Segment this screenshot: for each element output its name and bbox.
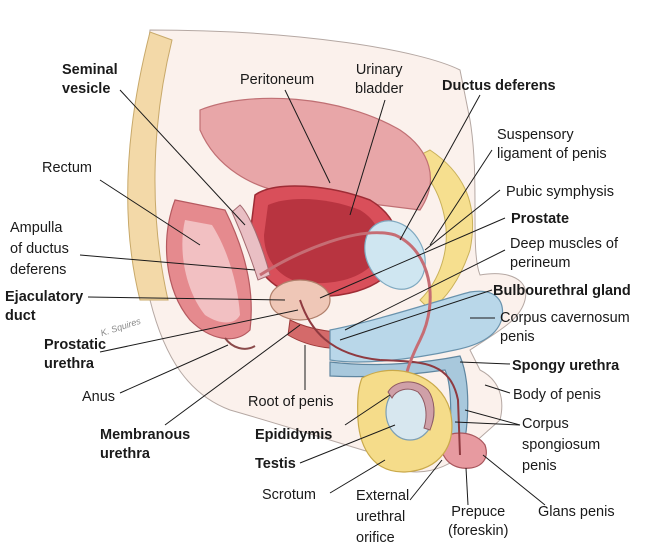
rectum-inner [182, 220, 240, 323]
leader-spongy-urethra [459, 361, 511, 365]
leader-prostate [319, 217, 506, 299]
leader-rectum [99, 179, 201, 246]
label-prostate: Prostate [511, 211, 570, 227]
label-bulbourethral-gland: Bulbourethral gland [493, 283, 631, 299]
label-prostatic-urethra: Prostatic urethra [44, 337, 107, 372]
label-suspensory-ligament: Suspensory ligament of penis [497, 127, 607, 162]
label-corpus-cavernosum: Corpus cavernosum penis [500, 310, 630, 345]
leader-scrotum [329, 459, 386, 494]
label-peritoneum: Peritoneum [240, 72, 315, 88]
label-rectum: Rectum [42, 160, 92, 176]
leader-deep-muscles [344, 249, 506, 331]
label-testis: Testis [255, 456, 296, 472]
leader-glans [482, 454, 546, 506]
leader-testis [299, 424, 396, 464]
bladder-inner [264, 198, 381, 284]
ductus-tube [259, 231, 432, 406]
leader-lines [79, 89, 546, 506]
leader-corpus-spongiosum-1 [464, 409, 521, 426]
label-membranous-urethra: Membranous urethra [100, 427, 191, 462]
label-pubic-symphysis: Pubic symphysis [506, 184, 614, 200]
leader-pubic-symphysis [424, 189, 501, 251]
leader-urinary-bladder [349, 99, 386, 216]
urethra-line [299, 299, 461, 456]
leader-ductus-deferens [399, 94, 481, 241]
leader-seminal-vesicle [119, 89, 246, 226]
leader-ejaculatory-duct [87, 296, 286, 301]
leader-external-orifice [409, 459, 443, 501]
label-anus: Anus [82, 389, 116, 405]
leader-bulbourethral-gland [339, 289, 493, 341]
label-ejaculatory-duct: Ejaculatory duct [5, 289, 84, 324]
label-corpus-spongiosum: Corpus spongiosum penis [522, 416, 601, 474]
leader-ampulla [79, 254, 256, 271]
leader-membranous-urethra [164, 324, 301, 426]
label-prepuce: Prepuce (foreskin) [448, 504, 509, 539]
label-root-of-penis: Root of penis [248, 394, 334, 410]
label-ampulla: Ampulla of ductus deferens [10, 220, 69, 278]
leader-body-of-penis [484, 384, 511, 394]
leader-suspensory-ligament [429, 149, 493, 246]
label-glans-penis: Glans penis [538, 504, 615, 520]
label-epididymis: Epididymis [255, 427, 333, 443]
leader-prostatic-urethra [99, 309, 299, 353]
leader-peritoneum [284, 89, 331, 184]
leader-corpus-spongiosum-2 [454, 421, 521, 426]
peritoneum-region [199, 97, 431, 211]
label-spongy-urethra: Spongy urethra [512, 358, 620, 374]
glans-shape [439, 432, 487, 469]
label-deep-muscles: Deep muscles of perineum [510, 236, 618, 271]
label-scrotum: Scrotum [262, 487, 316, 503]
leader-epididymis [344, 394, 391, 426]
label-urinary-bladder: Urinary bladder [355, 62, 404, 97]
anus-shape [224, 337, 256, 350]
leader-prepuce [465, 467, 469, 506]
label-ductus-deferens: Ductus deferens [442, 78, 556, 94]
sacrum [127, 31, 173, 301]
label-seminal-vesicle: Seminal vesicle [62, 62, 118, 97]
label-external-urethral-orifice: External urethral orifice [356, 488, 410, 546]
leader-anus [119, 344, 229, 394]
label-body-of-penis: Body of penis [513, 387, 601, 403]
epididymis-shape [387, 381, 435, 431]
seminal-vesicle-shape [231, 204, 271, 281]
